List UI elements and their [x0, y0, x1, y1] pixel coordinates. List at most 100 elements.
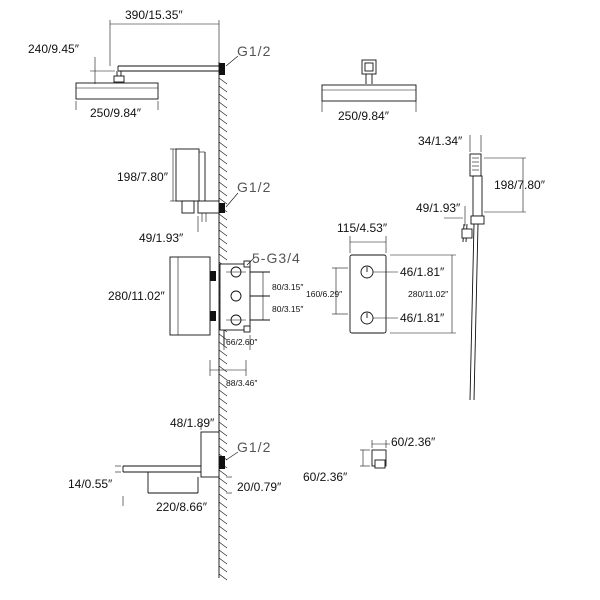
thread-spout-label: G1/2 — [237, 439, 271, 455]
hatch-line — [218, 477, 228, 485]
hatch-line — [218, 373, 228, 381]
hatch-line — [218, 101, 228, 109]
holder-depth-left-label: 49/1.93″ — [139, 231, 184, 245]
knob-top-label: 46/1.81″ — [400, 265, 445, 279]
hatch-line — [218, 421, 228, 429]
hatch-line — [218, 229, 228, 237]
hatch-line — [218, 533, 228, 541]
holder-bracket — [197, 200, 220, 214]
hatch-line — [218, 165, 228, 173]
hatch-line — [218, 109, 228, 117]
spout-length-label: 220/8.66″ — [156, 500, 208, 514]
hatch-line — [218, 349, 228, 357]
hatch-line — [218, 93, 228, 101]
hatch-line — [218, 501, 228, 509]
valve-height-label: 280/11.02″ — [108, 289, 165, 303]
thread-valve-label: 5-G3/4 — [252, 250, 301, 266]
wall — [218, 62, 228, 581]
arm-length-label: 390/15.35″ — [125, 8, 183, 22]
trim-plate-front: 115/4.53″ 46/1.81″ 46/1.81″ 160/6.29″ 28… — [306, 221, 456, 334]
hatch-line — [218, 333, 228, 341]
hatch-line — [218, 429, 228, 437]
hatch-line — [218, 173, 228, 181]
valve-depth-label: 66/2.60″ — [226, 337, 257, 347]
spout-detail-height-label: 60/2.36″ — [303, 470, 348, 484]
holder-height-left-label: 198/7.80″ — [117, 170, 169, 184]
hatch-line — [218, 397, 228, 405]
hand-shower-front: 34/1.34″ 198/7.80″ 49/1.93″ — [416, 134, 546, 401]
hatch-line — [218, 541, 228, 549]
hatch-line — [218, 405, 228, 413]
hatch-line — [218, 437, 228, 445]
hand-shower-holder-side: 198/7.80″ 49/1.93″ G1/2 — [117, 148, 271, 245]
hatch-line — [218, 365, 228, 373]
hatch-line — [218, 485, 228, 493]
trim-spacing-label: 160/6.29″ — [306, 289, 342, 299]
tub-spout-side: 48/1.89″ 14/0.55″ 220/8.66″ 20/0.79″ G1/… — [68, 416, 282, 514]
handheld-head — [469, 153, 482, 177]
rain-head-side — [75, 82, 159, 100]
hatch-line — [218, 221, 228, 229]
hatch-line — [218, 493, 228, 501]
hatch-line — [218, 181, 228, 189]
trim-height-right-label: 280/11.02″ — [408, 289, 448, 299]
hatch-line — [218, 381, 228, 389]
hatch-line — [218, 133, 228, 141]
rain-head-front — [321, 84, 417, 102]
hatch-line — [218, 357, 228, 365]
spout-lip-label: 14/0.55″ — [68, 477, 113, 491]
hatch-line — [218, 525, 228, 533]
arm-drop-label: 240/9.45″ — [28, 42, 80, 56]
head-width-right-label: 250/9.84″ — [338, 109, 390, 123]
hatch-line — [218, 557, 228, 565]
spout-thickness-label: 20/0.79″ — [237, 480, 282, 494]
valve-spacing-top-label: 80/3.15″ — [272, 282, 303, 292]
valve-housing — [169, 256, 211, 336]
hatch-line — [218, 389, 228, 397]
knob-bottom-label: 46/1.81″ — [400, 311, 445, 325]
trim-width-label: 115/4.53″ — [337, 221, 388, 235]
thread-mid-label: G1/2 — [237, 179, 271, 195]
holder-height-right-label: 198/7.80″ — [494, 178, 546, 192]
valve-total-depth-label: 88/3.46″ — [226, 378, 257, 388]
thread-top-label: G1/2 — [237, 43, 271, 59]
hatch-line — [218, 157, 228, 165]
hatch-line — [218, 469, 228, 477]
hatch-line — [218, 245, 228, 253]
holder-depth-right-label: 49/1.93″ — [416, 201, 461, 215]
hatch-line — [218, 77, 228, 85]
hatch-line — [218, 117, 228, 125]
hatch-line — [218, 517, 228, 525]
head-width-left-label: 250/9.84″ — [90, 106, 142, 120]
hatch-line — [218, 197, 228, 205]
hatch-line — [218, 141, 228, 149]
trim-plate — [349, 254, 387, 334]
hatch-line — [218, 509, 228, 517]
handheld-body — [175, 148, 200, 202]
handheld-top-label: 34/1.34″ — [418, 134, 463, 148]
hatch-line — [218, 149, 228, 157]
valve-spacing-bottom-label: 80/3.15″ — [272, 304, 303, 314]
hatch-line — [218, 445, 228, 453]
hatch-line — [218, 125, 228, 133]
spout-height-label: 48/1.89″ — [170, 416, 215, 430]
hatch-line — [218, 189, 228, 197]
hatch-line — [218, 341, 228, 349]
hatch-line — [218, 237, 228, 245]
hatch-line — [218, 213, 228, 221]
hatch-line — [218, 413, 228, 421]
hatch-line — [218, 253, 228, 261]
hatch-line — [218, 573, 228, 581]
hatch-line — [218, 85, 228, 93]
spout-body — [200, 431, 220, 478]
wall-hatching — [218, 77, 228, 581]
wall-flange — [219, 63, 225, 75]
hatch-line — [218, 549, 228, 557]
valve-body-side: 280/11.02″ 5-G3/4 80/3.15″ 80/3.15″ 66/2… — [108, 250, 303, 388]
tub-spout-detail: 60/2.36″ 60/2.36″ — [303, 435, 436, 484]
spout-detail-width-label: 60/2.36″ — [391, 435, 436, 449]
rain-shower-front-view: 250/9.84″ — [321, 59, 417, 123]
hatch-line — [218, 565, 228, 573]
